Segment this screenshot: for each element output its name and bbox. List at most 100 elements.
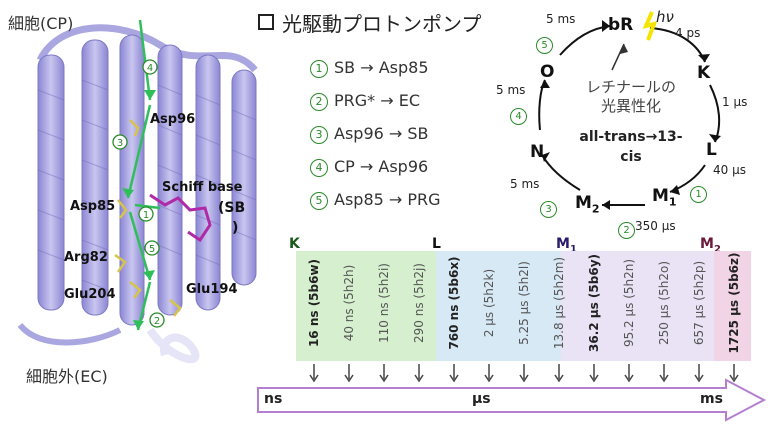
timeline-column-label: 95.2 μs (5h2n) <box>621 258 636 348</box>
down-arrow-icon <box>518 363 530 383</box>
isomerization-label: レチナールの光異性化 <box>585 78 676 115</box>
timeline-column-label: 760 ns (5b6x) <box>446 256 461 350</box>
svg-text:1: 1 <box>143 210 149 221</box>
state-o: O <box>540 62 555 82</box>
timeline-column: 1725 μs (5b6z) <box>723 251 745 361</box>
timeline-column-label: 5.25 μs (5h2l) <box>516 261 531 345</box>
cycle-mark-5: 5 <box>536 33 553 54</box>
timeline-column: 40 ns (5h2h) <box>338 251 360 361</box>
residue-sb-close: ) <box>232 220 239 236</box>
residue-arg82: Arg82 <box>64 250 108 265</box>
light-label: hν <box>656 8 674 26</box>
residue-glu204: Glu204 <box>64 287 116 302</box>
retinal <box>149 193 212 243</box>
light-bolt <box>642 11 658 41</box>
cycle-mark-4: 4 <box>510 104 527 125</box>
down-arrow-icon <box>308 363 320 383</box>
state-k: K <box>697 63 711 83</box>
helix-a <box>37 54 65 311</box>
timeline-panel: 16 ns (5b6w) 40 ns (5h2h) 110 ns (5h2i) 290… <box>296 251 751 361</box>
timeline-column-label: 110 ns (5h2i) <box>376 263 391 343</box>
timeline-column-label: 290 ns (5h2j) <box>411 263 426 343</box>
time-l-m1: 40 μs <box>713 163 746 177</box>
timeline-state-m2: M2 <box>700 236 721 255</box>
loop-top <box>36 24 258 73</box>
down-arrow-icon <box>693 363 705 383</box>
helix-d <box>157 44 183 316</box>
timeline-state-m1: M1 <box>556 236 577 255</box>
state-m1: M1 <box>652 186 677 209</box>
down-arrow-icon <box>343 363 355 383</box>
title-square-icon <box>258 14 274 30</box>
axis-label-ms: ms <box>700 391 723 407</box>
path-arrow-4 <box>138 19 152 101</box>
down-arrow-icon <box>553 363 565 383</box>
timeline-column-label: 657 μs (5h2p) <box>691 260 706 346</box>
page-title: 光駆動プロトンポンプ <box>258 8 481 37</box>
residue-asp96: Asp96 <box>150 112 196 127</box>
helix-f <box>231 69 257 286</box>
svg-text:4: 4 <box>147 63 153 74</box>
timeline-column-label: 250 μs (5h2o) <box>656 261 671 345</box>
cycle-mark-3: 3 <box>540 197 557 218</box>
sidechain-glu204 <box>129 281 142 299</box>
down-arrow-icon <box>728 363 740 383</box>
timeline-column: 657 μs (5h2p) <box>688 251 710 361</box>
sidechain-glu194 <box>169 299 182 317</box>
sidechain-arg82 <box>114 253 127 273</box>
cycle-mark-1: 1 <box>690 182 707 203</box>
timeline-column-label: 16 ns (5b6w) <box>306 258 321 348</box>
state-br: bR <box>608 15 634 35</box>
timeline-column-label: 40 ns (5h2h) <box>341 264 356 342</box>
region-k <box>296 251 436 361</box>
region-m1 <box>561 251 714 361</box>
cp-label: 細胞(CP) <box>8 14 74 33</box>
cycle-mark-2: 2 <box>618 218 635 239</box>
down-arrow-icon <box>483 363 495 383</box>
time-axis-arrow <box>257 378 767 422</box>
timeline-column: 250 μs (5h2o) <box>653 251 675 361</box>
residue-glu194: Glu194 <box>186 282 238 297</box>
timeline-column: 110 ns (5h2i) <box>373 251 395 361</box>
path-arrow-5 <box>128 211 152 281</box>
timeline-column: 16 ns (5b6w) <box>303 251 325 361</box>
down-arrow-icon <box>413 363 425 383</box>
svg-text:3: 3 <box>117 138 123 149</box>
timeline-column-label: 1725 μs (5b6z) <box>726 252 741 354</box>
down-arrow-icon <box>623 363 635 383</box>
region-l <box>436 251 561 361</box>
sidechain-asp85 <box>117 199 128 219</box>
timeline-column: 36.2 μs (5b6y) <box>583 251 605 361</box>
timeline-column-label: 13.8 μs (5h2m) <box>551 256 566 350</box>
isomerization-pointer <box>611 43 625 71</box>
timeline-column: 13.8 μs (5h2m) <box>548 251 570 361</box>
time-m2-n: 5 ms <box>510 177 540 191</box>
isomerization-detail: all-trans→13-cis <box>579 129 683 165</box>
residue-asp85: Asp85 <box>70 199 116 214</box>
residue-sb: (SB <box>218 200 246 216</box>
timeline-column: 290 ns (5h2j) <box>408 251 430 361</box>
time-br-k: 4 ps <box>675 26 701 40</box>
ec-label: 細胞外(EC) <box>26 367 108 386</box>
state-m2: M2 <box>575 193 600 216</box>
sidechain-asp96 <box>129 119 140 137</box>
down-arrow-icon <box>378 363 390 383</box>
beta-sheet <box>146 327 200 364</box>
helix-b <box>81 39 109 316</box>
arrow-k-l <box>709 84 721 143</box>
timeline-column: 5.25 μs (5h2l) <box>513 251 535 361</box>
helix-e <box>195 54 221 311</box>
protein-structure: 4 3 1 5 2 <box>17 19 258 364</box>
photocycle-diagram <box>538 11 721 210</box>
time-o-br: 5 ms <box>546 12 576 26</box>
timeline-column-label: 2 μs (5h2k) <box>481 268 496 338</box>
time-k-l: 1 μs <box>722 95 748 109</box>
timeline-state-k: K <box>289 236 300 252</box>
down-arrow-icon <box>448 363 460 383</box>
axis-label-us: μs <box>472 391 491 407</box>
region-m2 <box>714 251 751 361</box>
